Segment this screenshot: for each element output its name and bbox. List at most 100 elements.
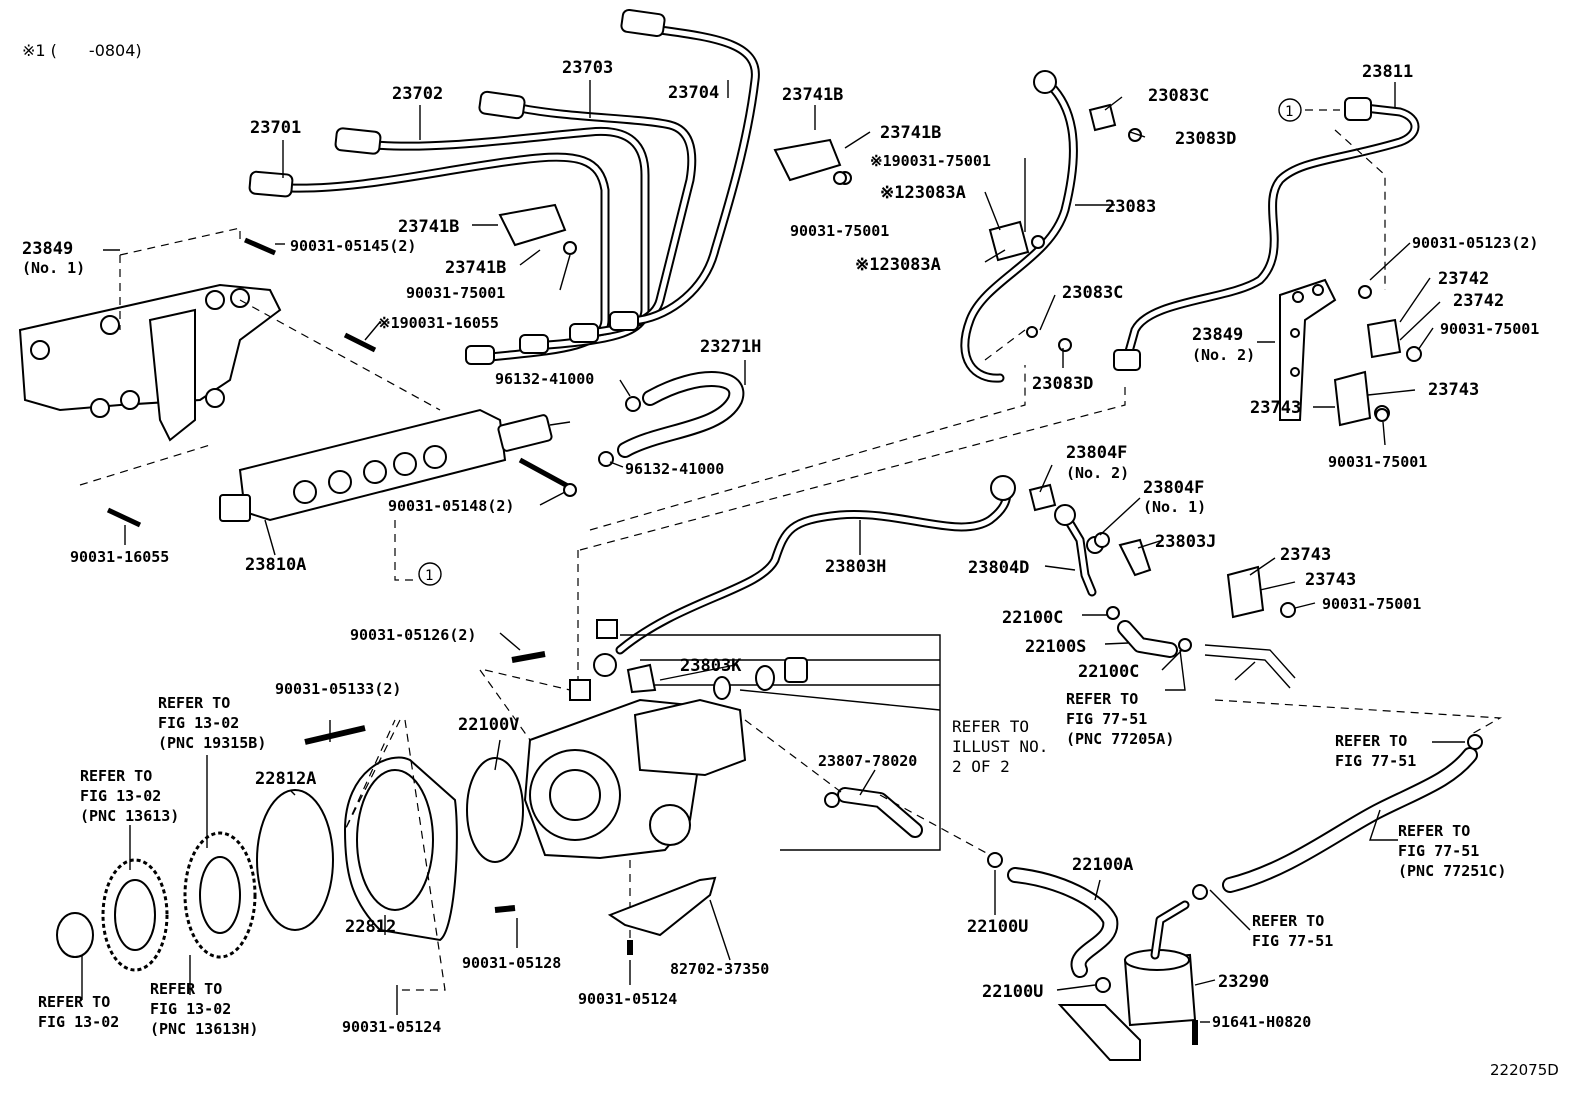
label-23804d: 23804D	[968, 558, 1029, 578]
refer-13613h-line-2: FIG 13-02	[150, 1000, 231, 1018]
figure-code: 222075D	[1490, 1061, 1559, 1079]
pipe-clamp-23741b-left	[498, 203, 577, 255]
refer-13613-line-3: (PNC 13613)	[80, 807, 179, 825]
pipe-23803h	[615, 475, 1057, 655]
refer-illust-line-3: 2 OF 2	[952, 757, 1010, 776]
label-23701: 23701	[250, 118, 301, 138]
label-23849-no1: 23849	[22, 239, 73, 259]
refer-77205a-line-2: FIG 77-51	[1066, 710, 1147, 728]
label-90031-05124-a: 90031-05124	[578, 990, 677, 1008]
label-22100u-a: 22100U	[967, 917, 1028, 937]
label-23804f-a-sub: (No. 2)	[1066, 464, 1129, 482]
hose-23807	[824, 787, 923, 838]
label-22100c-b: 22100C	[1078, 662, 1139, 682]
label-23803k: 23803K	[680, 656, 742, 676]
housing-22812	[343, 756, 458, 942]
label-90031-05123: 90031-05123(2)	[1412, 234, 1538, 252]
refer-illust-line-2: ILLUST NO.	[952, 737, 1048, 756]
label-23083d-b: 23083D	[1032, 374, 1093, 394]
pipe-23811	[1113, 97, 1420, 371]
bracket-23849-no2	[1279, 278, 1337, 421]
refer-illust-2-of-2: REFER TO ILLUST NO. 2 OF 2	[952, 717, 1048, 776]
label-90031-05145: 90031-05145(2)	[290, 237, 416, 255]
label-23803h: 23803H	[825, 557, 886, 577]
label-90031-75001-b: 90031-75001	[790, 222, 889, 240]
refer-fig-77-51-a: REFER TO FIG 77-51	[1335, 732, 1416, 770]
label-23742-a: 23742	[1438, 269, 1489, 289]
fastener-markers	[563, 128, 1389, 548]
label-23083c-a: 23083C	[1148, 86, 1209, 106]
hose-22100s	[1106, 606, 1296, 689]
hose-23271h	[598, 371, 745, 467]
label-23743-c: 23743	[1280, 545, 1331, 565]
refer-pnc-77205a: REFER TO FIG 77-51 (PNC 77205A)	[1066, 690, 1174, 748]
supply-pump	[523, 619, 747, 860]
callout-1-upper: 1	[1278, 98, 1302, 122]
label-23810a: 23810A	[245, 555, 306, 575]
label-23741b-a: 23741B	[782, 85, 843, 105]
label-23807-78020: 23807-78020	[818, 752, 917, 770]
common-rail-23810a	[219, 408, 571, 522]
label-23804f-a: 23804F	[1066, 443, 1127, 463]
part-labels: 23701 23702 23703 23704 23741B 23741B 23…	[22, 58, 1539, 1036]
leader-lines	[81, 80, 1465, 1023]
label-23811: 23811	[1362, 62, 1413, 82]
refer-13613-line-1: REFER TO	[80, 767, 152, 785]
injection-pipe-23704	[609, 8, 760, 331]
refer-13613-line-2: FIG 13-02	[80, 787, 161, 805]
refer-illust-line-1: REFER TO	[952, 717, 1029, 736]
clamp-23742	[1366, 318, 1422, 362]
refer-fig-77-51-b: REFER TO FIG 77-51	[1252, 912, 1333, 950]
nut-13-02	[56, 912, 94, 958]
clamp-23743-lower	[1226, 565, 1296, 619]
hose-23804d	[1054, 504, 1152, 597]
label-22100s: 22100S	[1025, 637, 1086, 657]
refer-fig-13-02: REFER TO FIG 13-02	[38, 993, 119, 1031]
label-123083a-b: ※123083A	[855, 255, 941, 275]
label-23083c-b: 23083C	[1062, 283, 1123, 303]
label-90031-75001-e: 90031-75001	[1322, 595, 1421, 613]
label-90031-05148: 90031-05148(2)	[388, 497, 514, 515]
label-23804f-b-sub: (No. 1)	[1143, 498, 1206, 516]
refer-77-51-b-line-2: FIG 77-51	[1252, 932, 1333, 950]
fuel-filter-23290	[1057, 900, 1197, 1061]
label-190031-16055: ※190031-16055	[378, 314, 499, 332]
gear-13613	[101, 858, 169, 972]
bracket-23849-no1	[18, 283, 282, 442]
leak-pipe-23083	[960, 70, 1117, 383]
header-note: ※1 ( -0804)	[22, 41, 142, 60]
refer-77-51-b-line-1: REFER TO	[1252, 912, 1324, 930]
label-23803j: 23803J	[1155, 532, 1216, 552]
label-23703: 23703	[562, 58, 613, 78]
injection-pipe-23701	[248, 152, 610, 365]
refer-pnc-13613h: REFER TO FIG 13-02 (PNC 13613H)	[150, 980, 258, 1038]
label-90031-05133: 90031-05133(2)	[275, 680, 401, 698]
label-22812a: 22812A	[255, 769, 316, 789]
label-23849-no2-sub: (No. 2)	[1192, 346, 1255, 364]
label-90031-75001-a: 90031-75001	[406, 284, 505, 302]
label-90031-05126: 90031-05126(2)	[350, 626, 476, 644]
label-82702-37350: 82702-37350	[670, 960, 769, 978]
refer-77251c-line-2: FIG 77-51	[1398, 842, 1479, 860]
injection-pipe-23702	[334, 126, 650, 354]
label-90031-05128: 90031-05128	[462, 954, 561, 972]
hose-77251c	[1192, 734, 1483, 900]
label-90031-75001-c: 90031-75001	[1440, 320, 1539, 338]
label-23704: 23704	[668, 83, 719, 103]
label-23741b-c: 23741B	[398, 217, 459, 237]
label-23743-b: 23743	[1250, 398, 1301, 418]
gear-19315b	[183, 831, 257, 959]
label-23743-a: 23743	[1428, 380, 1479, 400]
label-90031-75001-d: 90031-75001	[1328, 453, 1427, 471]
label-23849-no2: 23849	[1192, 325, 1243, 345]
refer-77-51-a-line-2: FIG 77-51	[1335, 752, 1416, 770]
label-23741b-d: 23741B	[445, 258, 506, 278]
refer-13613h-line-3: (PNC 13613H)	[150, 1020, 258, 1038]
refer-13-02-line-1: REFER TO	[38, 993, 110, 1011]
fitting-23803k	[626, 657, 808, 700]
refer-77251c-line-3: (PNC 77251C)	[1398, 862, 1506, 880]
label-23702: 23702	[392, 84, 443, 104]
callout-1-lower-text: 1	[425, 568, 433, 584]
callout-1-lower: 1	[418, 562, 442, 586]
label-90031-05124-b: 90031-05124	[342, 1018, 441, 1036]
